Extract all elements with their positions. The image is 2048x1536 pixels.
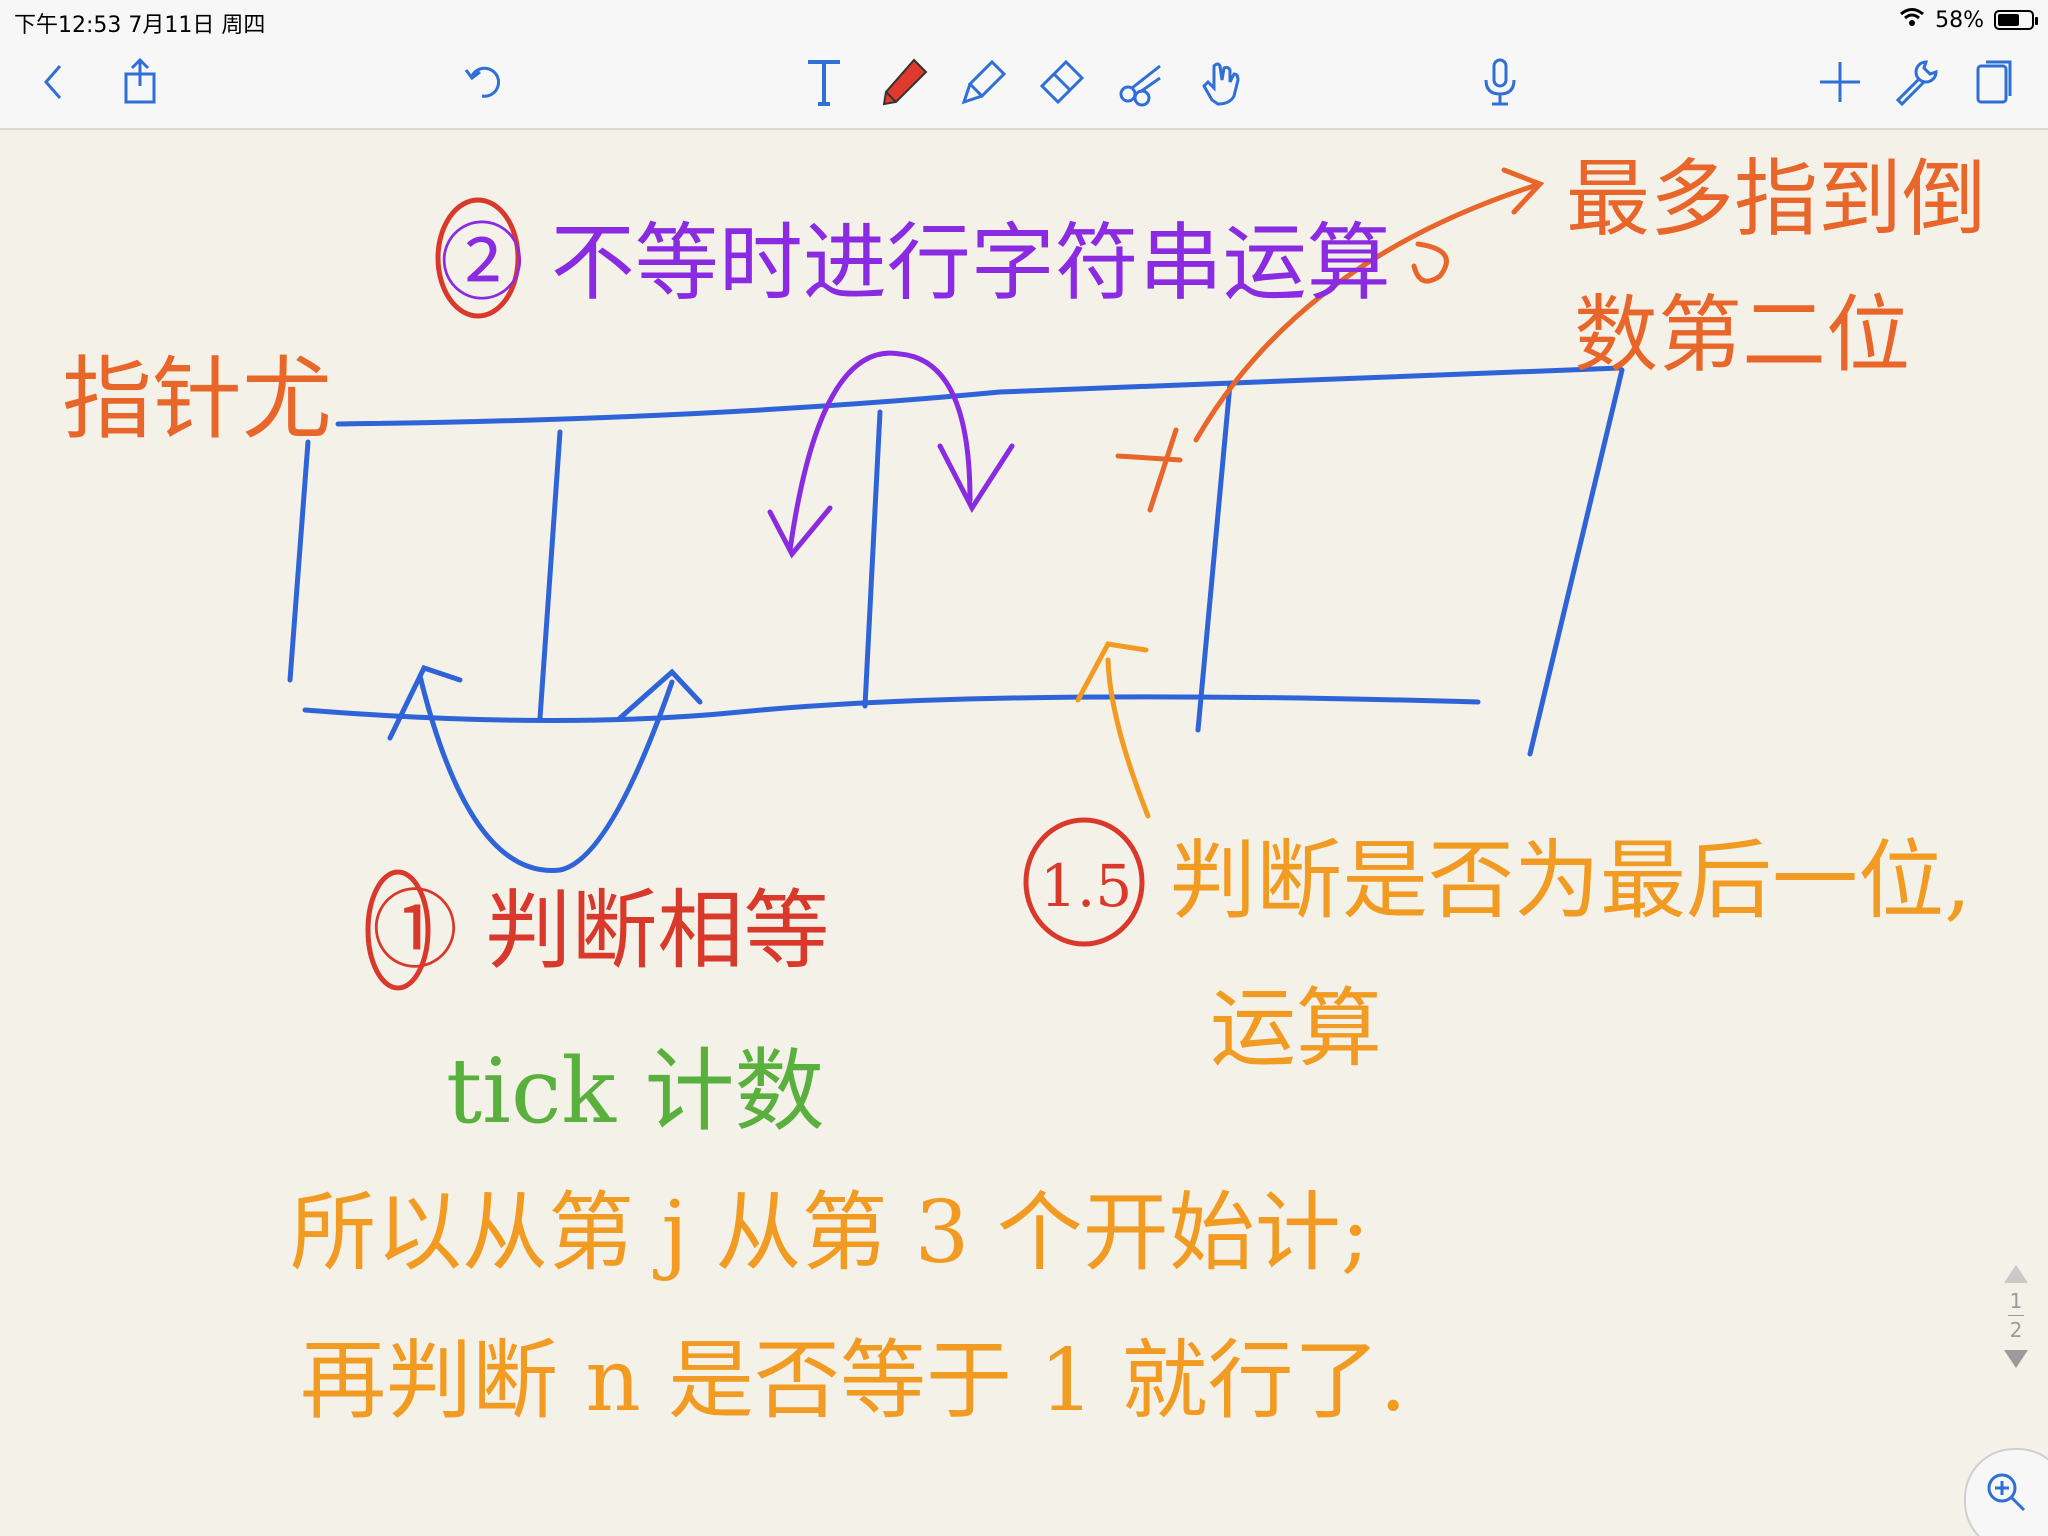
note-step2: ② 不等时进行字符串运算	[440, 214, 1391, 312]
toolbar	[0, 40, 2048, 130]
note-step15-text2: 运算	[1210, 979, 1382, 1079]
page-up-icon[interactable]	[2004, 1265, 2028, 1283]
note-step15: 1.5	[1040, 852, 1132, 920]
ink-layer: 指针尤 ② 不等时进行字符串运算 最多指到倒 数第二位 ① 判断相等 tick …	[62, 150, 1986, 1431]
note-step1: ① 判断相等	[372, 881, 829, 981]
battery-percent: 58%	[1935, 7, 1984, 33]
back-icon[interactable]	[22, 48, 86, 116]
microphone-icon[interactable]	[1468, 48, 1532, 116]
eraser-tool-icon[interactable]	[1030, 48, 1094, 116]
note-tick: tick 计数	[446, 1039, 825, 1144]
note-line1: 所以从第 j 从第 3 个开始计;	[290, 1183, 1370, 1283]
orange-arrow	[1115, 167, 1545, 513]
pen-tool-icon[interactable]	[872, 48, 936, 116]
note-canvas[interactable]: 指针尤 ② 不等时进行字符串运算 最多指到倒 数第二位 ① 判断相等 tick …	[0, 130, 2048, 1536]
page-control: 1 2	[1998, 1265, 2034, 1405]
highlighter-tool-icon[interactable]	[952, 48, 1016, 116]
note-top-right-1: 最多指到倒	[1566, 150, 1986, 248]
array-diagram	[287, 365, 1625, 873]
add-icon[interactable]	[1808, 48, 1872, 116]
hand-tool-icon[interactable]	[1188, 48, 1252, 116]
purple-arc	[767, 350, 1015, 559]
status-right: 58%	[1899, 7, 2038, 33]
page-down-icon[interactable]	[2004, 1350, 2028, 1368]
page-current: 1	[2009, 1289, 2023, 1313]
text-tool-icon[interactable]	[792, 48, 856, 116]
settings-icon[interactable]	[1884, 48, 1948, 116]
wifi-icon	[1899, 7, 1925, 33]
battery-icon	[1994, 10, 2038, 30]
pages-icon[interactable]	[1962, 48, 2026, 116]
status-time-date: 下午12:53 7月11日 周四	[14, 13, 266, 38]
amber-arrow	[1075, 641, 1151, 819]
note-pointer-label: 指针尤	[62, 347, 332, 452]
zoom-button[interactable]	[1964, 1448, 2048, 1536]
page-total: 2	[2009, 1318, 2023, 1342]
step-circles	[365, 197, 1145, 991]
note-top-right-2: 数第二位	[1574, 286, 1910, 384]
note-line2: 再判断 n 是否等于 1 就行了.	[300, 1331, 1407, 1431]
zoom-button-container	[1958, 1448, 2048, 1536]
zoom-icon	[1987, 1473, 2026, 1512]
status-bar: 下午12:53 7月11日 周四 58%	[0, 0, 2048, 40]
share-icon[interactable]	[108, 48, 172, 116]
note-step15-text: 判断是否为最后一位,	[1170, 831, 1971, 931]
lasso-scissors-icon[interactable]	[1110, 48, 1174, 116]
undo-icon[interactable]	[450, 48, 514, 116]
